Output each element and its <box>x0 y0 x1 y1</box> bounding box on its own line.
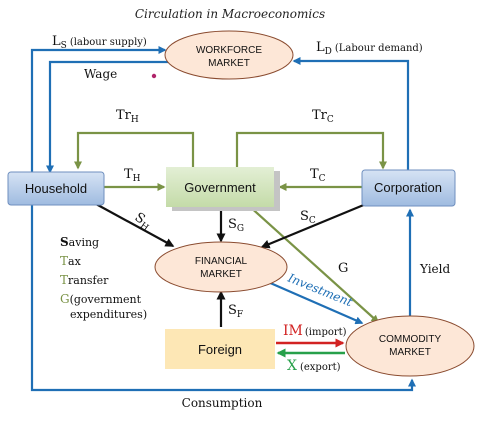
household-label: Household <box>25 181 87 196</box>
workforce-market-label-1: WORKFORCE <box>196 45 262 56</box>
im-label: IM(import) <box>283 323 347 339</box>
financial-market-label-2: MARKET <box>200 269 242 280</box>
legend-item-tax: Tax <box>60 254 82 268</box>
legend-item-expenditures: expenditures) <box>70 308 147 321</box>
commodity-market-label-2: MARKET <box>389 347 431 358</box>
t-h-label: TH <box>124 167 141 184</box>
tr-h-label: TrH <box>116 108 139 125</box>
commodity-market-node: COMMODITY MARKET <box>345 315 475 377</box>
financial-market-label-1: FINANCIAL <box>195 256 248 267</box>
corporation-label: Corporation <box>374 180 442 195</box>
s-h-label: SH <box>131 210 155 234</box>
s-f-label: SF <box>228 303 243 320</box>
marker-dot <box>151 73 157 79</box>
investment-arrow <box>267 280 364 325</box>
t-c-label: TC <box>310 167 326 184</box>
labour-demand-arrow <box>292 57 410 172</box>
diagram-title: Circulation in Macroeconomics <box>135 7 325 21</box>
foreign-label: Foreign <box>198 342 242 357</box>
wage-label: Wage <box>84 67 117 81</box>
legend-item-transfer: Transfer <box>60 273 109 287</box>
s-g-label: SG <box>228 217 244 234</box>
consumption-label: Consumption <box>182 396 263 410</box>
government-expenditure-arrow <box>247 204 380 324</box>
legend-item-saving: Saving <box>60 235 99 249</box>
ls-label: LS(labour supply) <box>52 34 147 51</box>
g-label: G <box>338 261 348 276</box>
legend: Saving Tax Transfer G(government expendi… <box>60 235 147 321</box>
labour-supply-arrow <box>30 46 167 172</box>
transfer-corporation-arrow <box>235 131 387 172</box>
tr-c-label: TrC <box>312 108 334 125</box>
government-node: Government <box>166 167 280 211</box>
transfer-household-arrow <box>74 131 195 172</box>
workforce-market-label-2: MARKET <box>208 58 250 69</box>
consumption-arrow <box>30 205 416 392</box>
s-c-label: SC <box>300 209 316 226</box>
financial-market-node: FINANCIAL MARKET <box>154 241 288 293</box>
corporation-node: Corporation <box>361 169 456 207</box>
workforce-market-node: WORKFORCE MARKET <box>164 30 294 80</box>
commodity-market-label-1: COMMODITY <box>379 334 442 345</box>
x-label: X(export) <box>287 358 341 374</box>
ld-label: LD(Labour demand) <box>316 40 423 57</box>
foreign-node: Foreign <box>165 329 275 369</box>
saving-corporation-arrow <box>260 202 367 249</box>
household-node: Household <box>7 171 105 206</box>
yield-label: Yield <box>419 262 450 276</box>
saving-household-arrow <box>95 203 175 247</box>
wage-arrow <box>46 60 168 174</box>
legend-item-government: G(government <box>60 292 142 306</box>
government-label: Government <box>184 180 256 195</box>
